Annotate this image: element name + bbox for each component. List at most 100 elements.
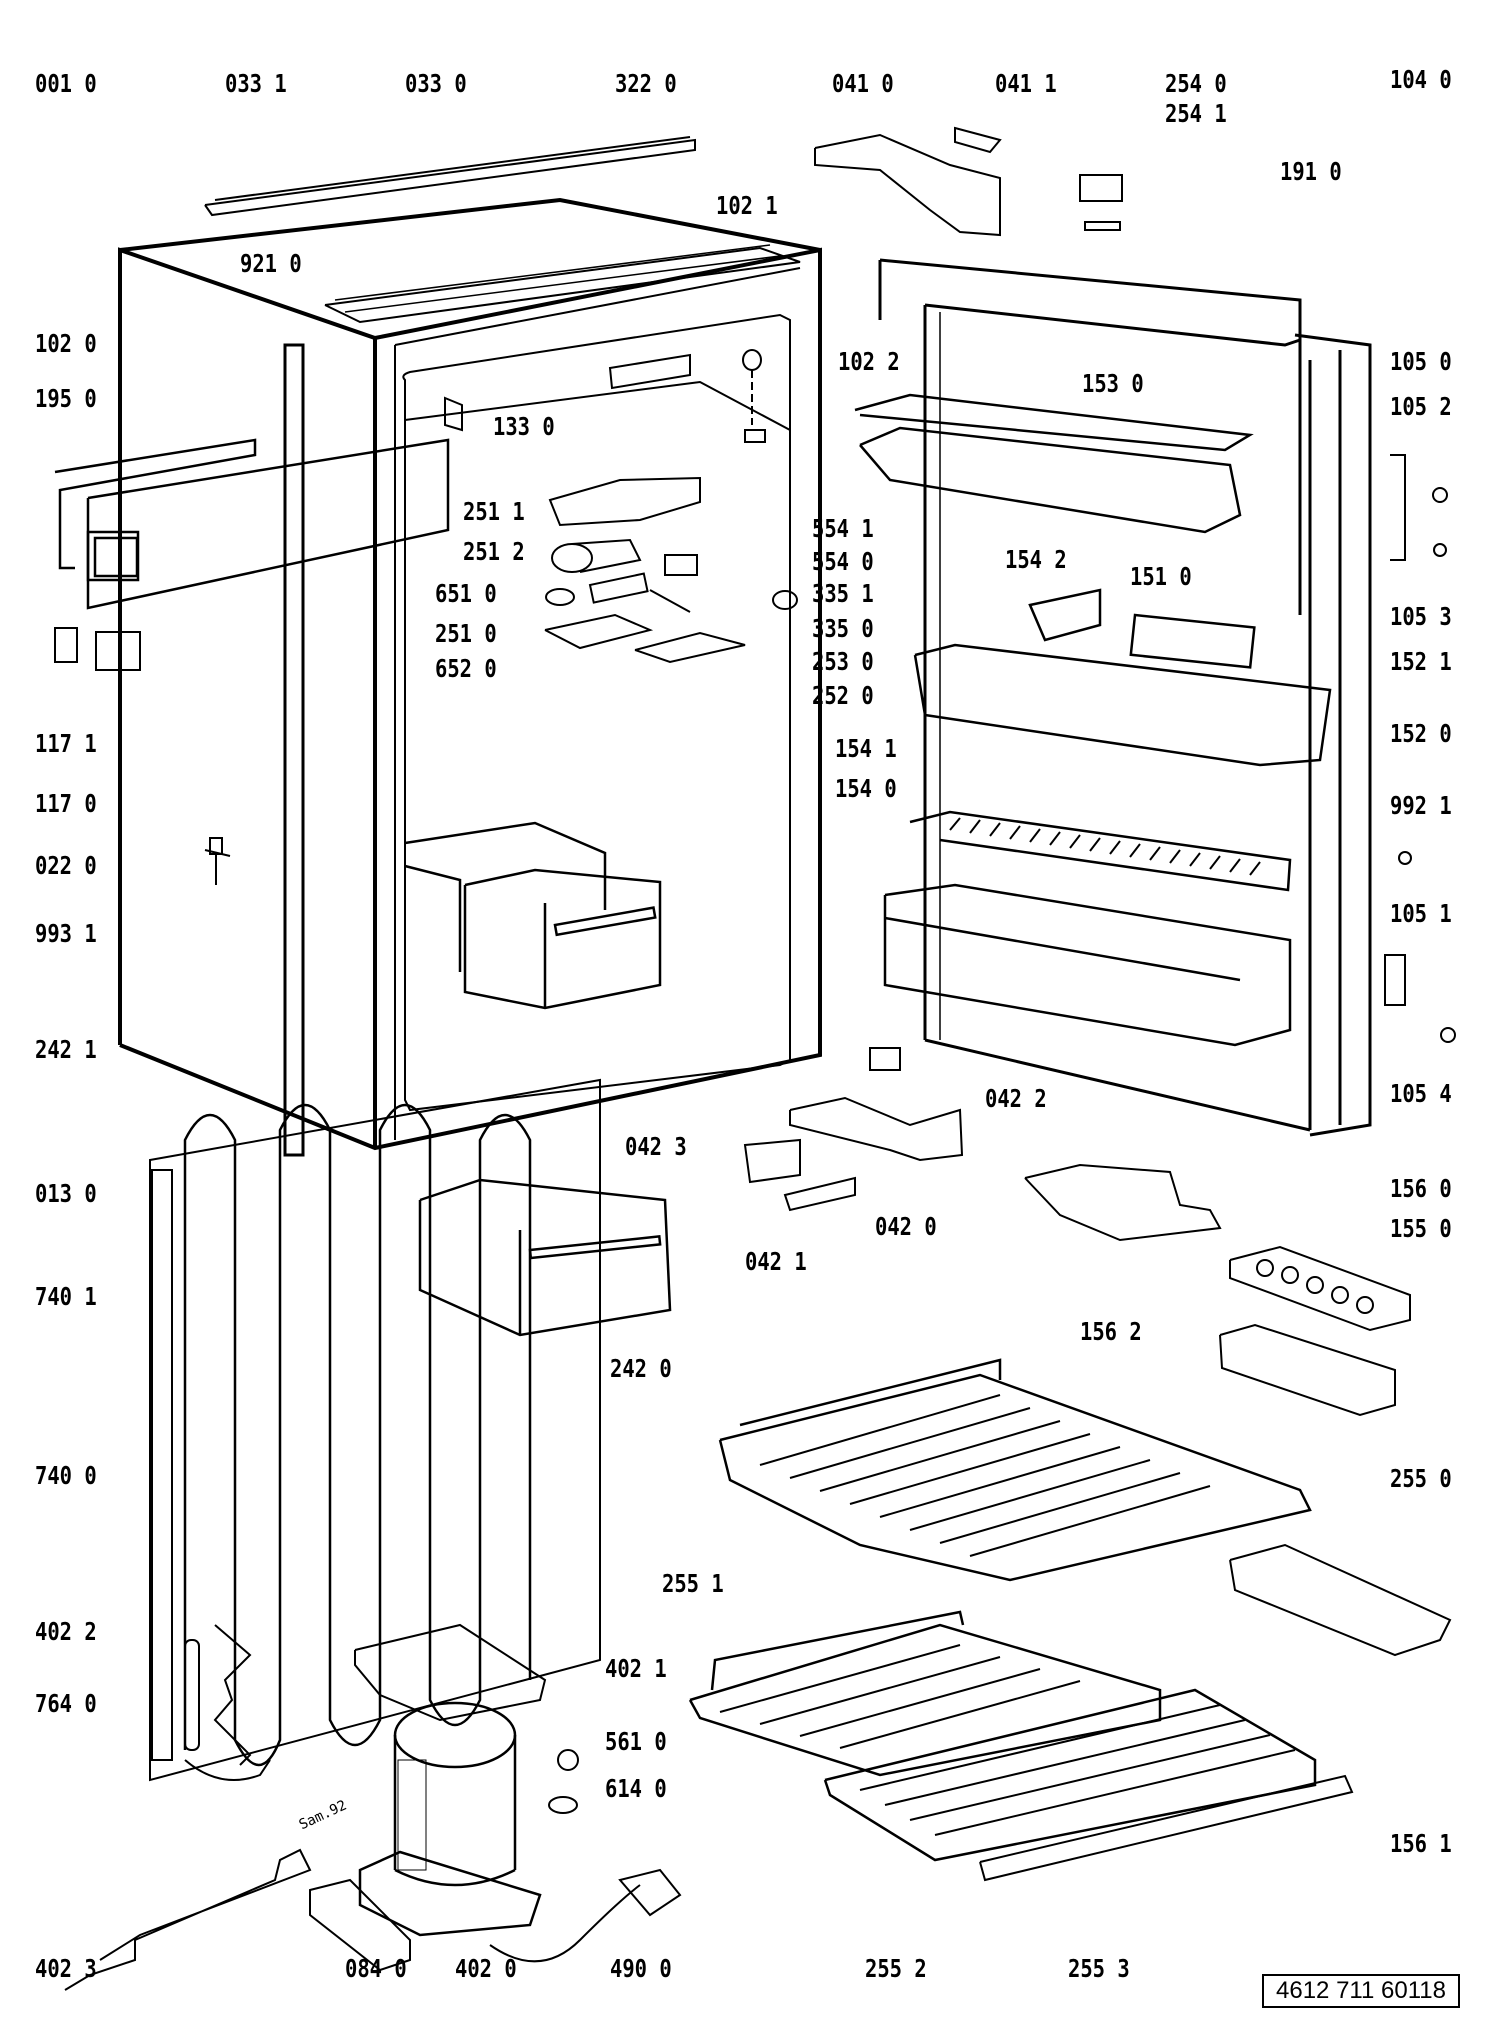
part-label-251-1: 251 1 [463, 497, 525, 526]
door-bin-lower [883, 883, 1292, 1047]
cabinet-body [118, 197, 822, 1151]
part-label-154-1: 154 1 [835, 734, 897, 763]
part-label-105-2: 105 2 [1390, 392, 1452, 421]
part-label-251-2: 251 2 [463, 537, 525, 566]
part-label-001-0: 001 0 [35, 69, 97, 98]
part-label-740-0: 740 0 [35, 1461, 97, 1490]
part-label-740-1: 740 1 [35, 1282, 97, 1311]
part-label-102-2: 102 2 [838, 347, 900, 376]
part-label-253-0: 253 0 [812, 647, 874, 676]
part-label-992-1: 992 1 [1390, 791, 1452, 820]
part-label-764-0: 764 0 [35, 1689, 97, 1718]
part-label-156-0: 156 0 [1390, 1174, 1452, 1203]
part-label-156-2: 156 2 [1080, 1317, 1142, 1346]
door-rail-154 [909, 810, 1292, 892]
part-label-322-0: 322 0 [615, 69, 677, 98]
latch-254 [1079, 174, 1123, 231]
part-label-554-0: 554 0 [812, 547, 874, 576]
hinge-parts-117 [54, 627, 141, 671]
part-label-402-2: 402 2 [35, 1617, 97, 1646]
ice-tray-156-1 [1229, 1543, 1452, 1657]
compressor [358, 1701, 542, 1937]
light-thermostat-assembly [544, 476, 798, 664]
part-label-042-2: 042 2 [985, 1084, 1047, 1113]
part-label-154-0: 154 0 [835, 774, 897, 803]
door-small-parts [1384, 454, 1456, 1043]
part-label-402-3: 402 3 [35, 1954, 97, 1983]
part-label-041-0: 041 0 [832, 69, 894, 98]
part-label-191-0: 191 0 [1280, 157, 1342, 186]
part-label-033-0: 033 0 [405, 69, 467, 98]
part-label-921-0: 921 0 [240, 249, 302, 278]
part-label-254-1: 254 1 [1165, 99, 1227, 128]
part-label-041-1: 041 1 [995, 69, 1057, 98]
part-label-402-0: 402 0 [455, 1954, 517, 1983]
reference-number-box: 4612 711 60118 [1262, 1974, 1460, 2008]
part-label-102-1: 102 1 [716, 191, 778, 220]
part-label-195-0: 195 0 [35, 384, 97, 413]
part-label-251-0: 251 0 [435, 619, 497, 648]
part-label-335-0: 335 0 [812, 614, 874, 643]
part-label-561-0: 561 0 [605, 1727, 667, 1756]
part-label-105-3: 105 3 [1390, 602, 1452, 631]
part-label-042-3: 042 3 [625, 1132, 687, 1161]
part-label-105-0: 105 0 [1390, 347, 1452, 376]
part-label-151-0: 151 0 [1130, 562, 1192, 591]
top-hinge [814, 126, 1002, 237]
part-label-013-0: 013 0 [35, 1179, 97, 1208]
misc-compressor-parts [64, 1624, 682, 1991]
shelf-255-1 [688, 1610, 1162, 1777]
part-label-614-0: 614 0 [605, 1774, 667, 1803]
crisper-drawer-inner [404, 821, 662, 1010]
shelf-255-0 [718, 1358, 1312, 1582]
top-trim-part [204, 136, 696, 217]
part-label-152-1: 152 1 [1390, 647, 1452, 676]
compressor-bracket [354, 1623, 547, 1722]
part-label-255-3: 255 3 [1068, 1954, 1130, 1983]
part-label-252-0: 252 0 [812, 681, 874, 710]
part-label-105-4: 105 4 [1390, 1079, 1452, 1108]
part-label-651-0: 651 0 [435, 579, 497, 608]
part-label-042-1: 042 1 [745, 1247, 807, 1276]
part-label-255-0: 255 0 [1390, 1464, 1452, 1493]
part-label-254-0: 254 0 [1165, 69, 1227, 98]
door-bin-152 [913, 588, 1332, 767]
front-panel [54, 438, 450, 610]
door-shelf-top [854, 393, 1254, 534]
shelf-255-2 [823, 1688, 1317, 1862]
part-label-652-0: 652 0 [435, 654, 497, 683]
part-label-105-1: 105 1 [1390, 899, 1452, 928]
part-label-102-0: 102 0 [35, 329, 97, 358]
part-label-156-1: 156 1 [1390, 1829, 1452, 1858]
part-label-155-0: 155 0 [1390, 1214, 1452, 1243]
part-label-104-0: 104 0 [1390, 65, 1452, 94]
part-label-554-1: 554 1 [812, 514, 874, 543]
part-label-242-1: 242 1 [35, 1035, 97, 1064]
part-label-402-1: 402 1 [605, 1654, 667, 1683]
shelf-strip-255-3 [979, 1774, 1354, 1882]
small-pin-993 [204, 837, 231, 885]
butter-dish-156-2 [1219, 1323, 1396, 1417]
accessory-156-0 [1024, 1163, 1222, 1242]
part-label-022-0: 022 0 [35, 851, 97, 880]
part-label-255-1: 255 1 [662, 1569, 724, 1598]
part-label-490-0: 490 0 [610, 1954, 672, 1983]
crisper-drawer [418, 1178, 672, 1337]
part-label-255-2: 255 2 [865, 1954, 927, 1983]
part-label-117-1: 117 1 [35, 729, 97, 758]
bottom-hinge [743, 1047, 964, 1212]
part-label-335-1: 335 1 [812, 579, 874, 608]
part-label-084-0: 084 0 [345, 1954, 407, 1983]
part-label-117-0: 117 0 [35, 789, 97, 818]
part-label-033-1: 033 1 [225, 69, 287, 98]
egg-tray-155 [1229, 1245, 1411, 1332]
part-label-242-0: 242 0 [610, 1354, 672, 1383]
side-strip [283, 343, 305, 1157]
part-label-153-0: 153 0 [1082, 369, 1144, 398]
part-label-133-0: 133 0 [493, 412, 555, 441]
freezer-fittings [444, 349, 766, 443]
part-label-154-2: 154 2 [1005, 545, 1067, 574]
part-label-042-0: 042 0 [875, 1212, 937, 1241]
part-label-152-0: 152 0 [1390, 719, 1452, 748]
